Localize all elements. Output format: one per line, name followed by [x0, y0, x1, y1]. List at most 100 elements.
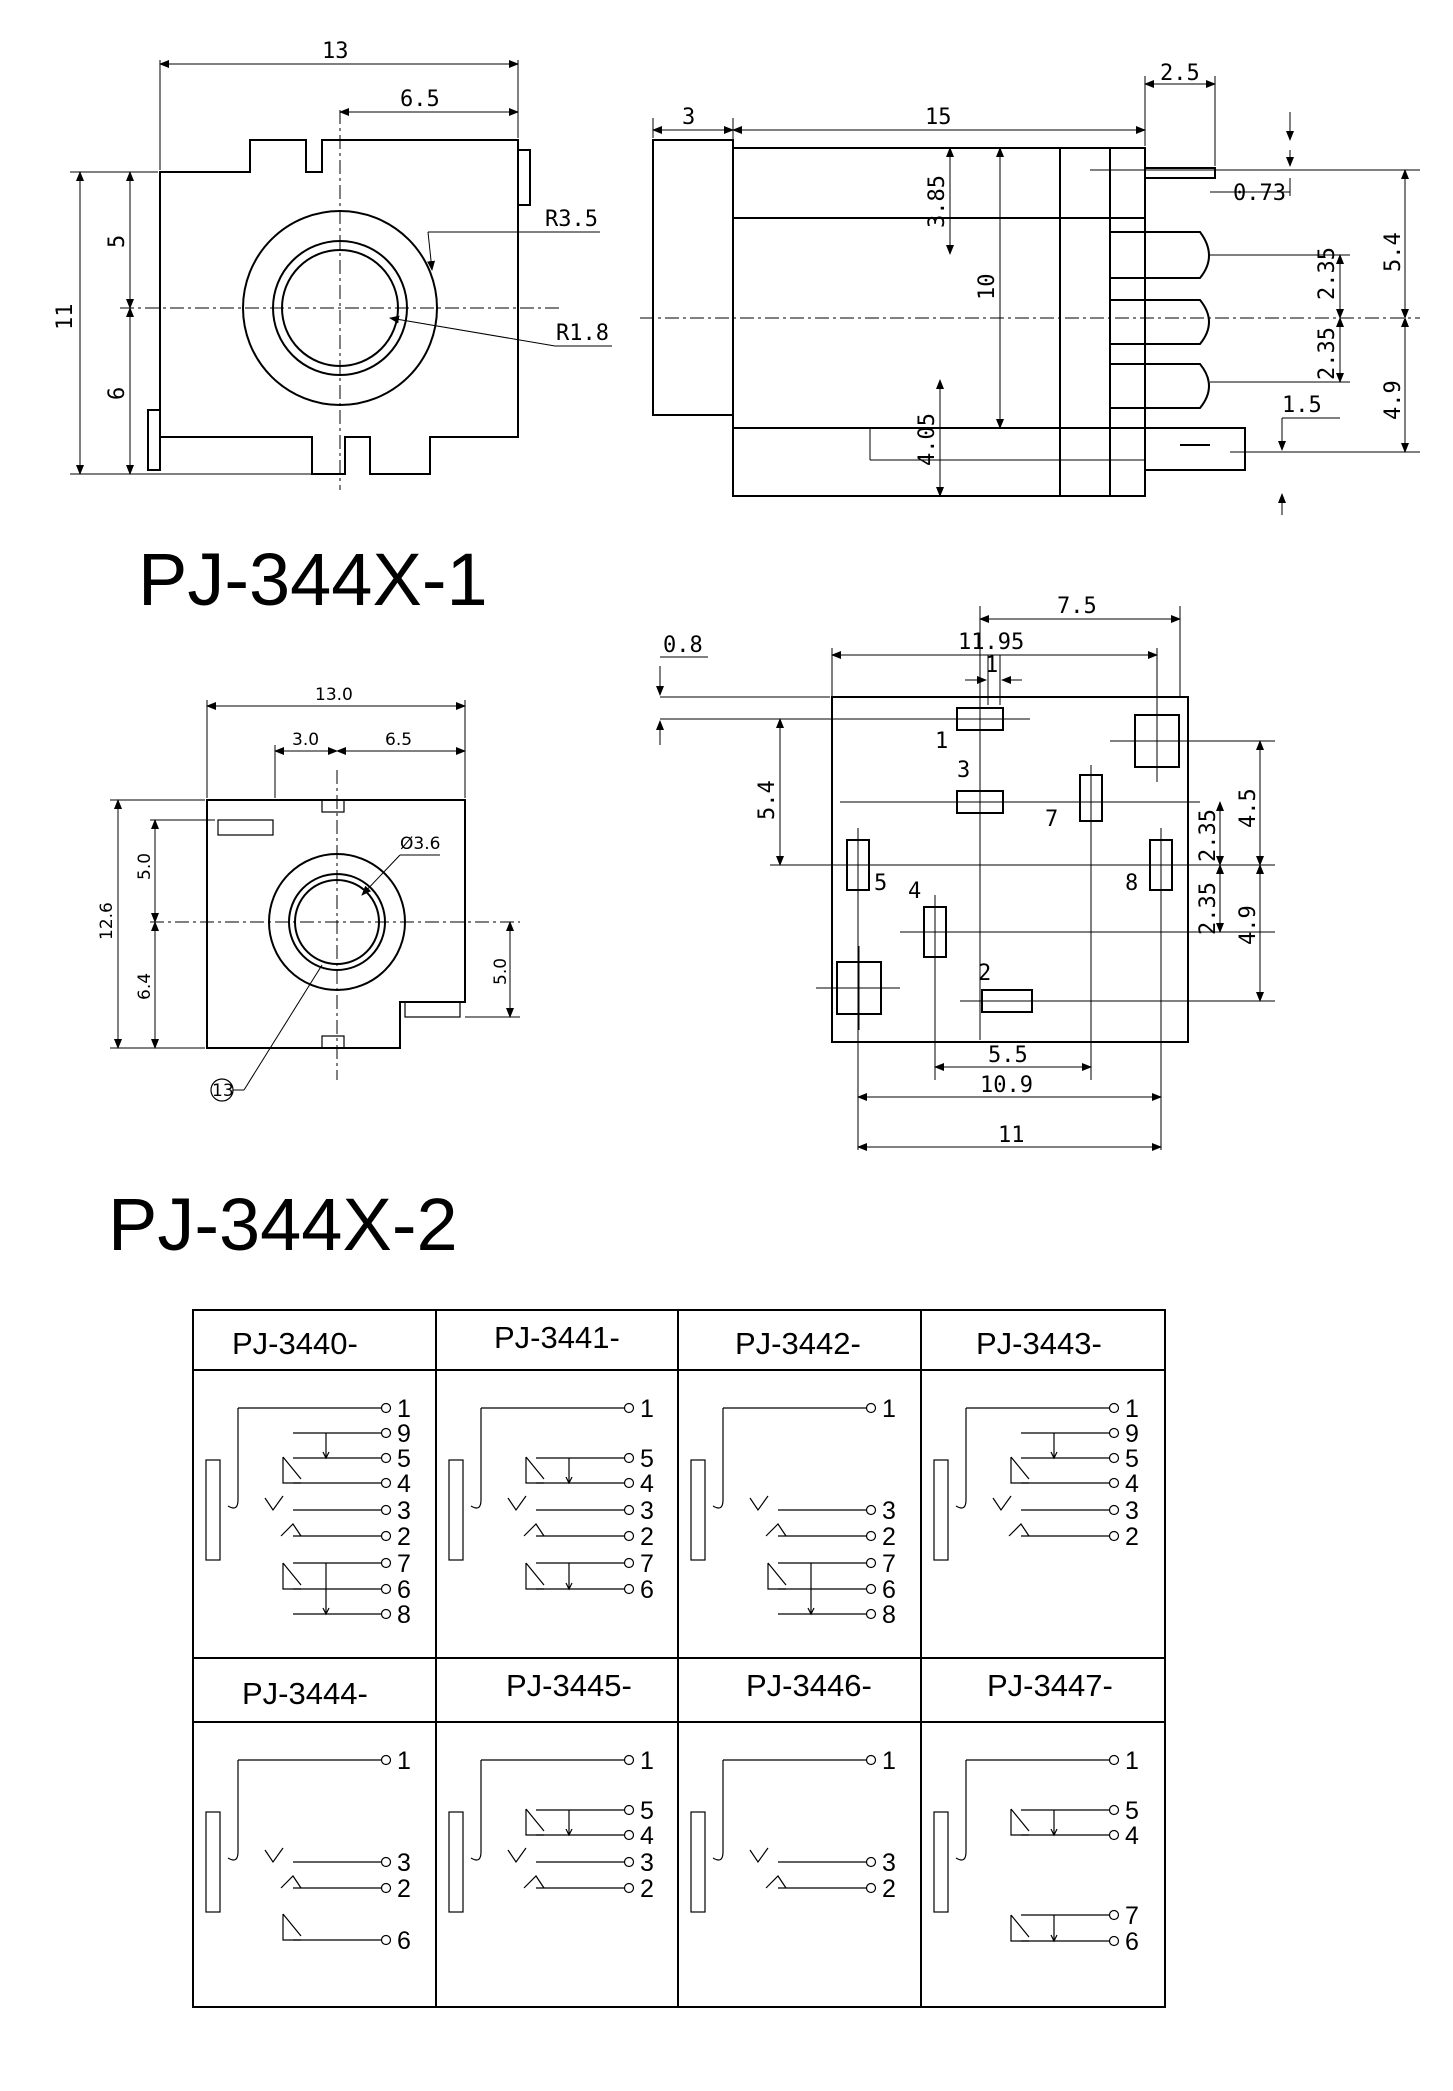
pin-label: 5 — [1125, 1797, 1139, 1825]
sleeve-contact — [933, 1811, 949, 1913]
pad-label-5: 5 — [874, 871, 887, 896]
pin-terminal — [380, 1427, 392, 1439]
dim-pin-width: 0.73 — [1233, 181, 1286, 206]
pin-terminal — [865, 1608, 877, 1620]
pin-label: 4 — [397, 1470, 411, 1498]
pin-label: 2 — [640, 1875, 654, 1903]
pin-terminal — [380, 1934, 392, 1946]
dim-top-offset: 3.85 — [925, 175, 950, 228]
pin-terminal — [623, 1477, 635, 1489]
pad-label-4: 4 — [908, 879, 921, 904]
pin-label: 9 — [1125, 1420, 1139, 1448]
pin-terminal — [1108, 1504, 1120, 1516]
pad-label-2: 2 — [978, 961, 991, 986]
sleeve-contact — [205, 1459, 221, 1561]
pin-terminal — [623, 1530, 635, 1542]
pin-label: 5 — [640, 1445, 654, 1473]
pin-label: 5 — [640, 1797, 654, 1825]
pin-terminal — [865, 1583, 877, 1595]
pin-terminal — [380, 1583, 392, 1595]
pin-label: 3 — [397, 1497, 411, 1525]
dim-width: 13 — [322, 39, 349, 64]
dim-lower: 6 — [105, 387, 130, 400]
pin-label: 2 — [882, 1875, 896, 1903]
pin-terminal — [623, 1402, 635, 1414]
pin-terminal — [1108, 1829, 1120, 1841]
pin-terminal — [1108, 1427, 1120, 1439]
pin-label: 1 — [397, 1395, 411, 1423]
dim-right-upper: 4.5 — [1236, 788, 1261, 828]
pin-label: 8 — [882, 1601, 896, 1629]
dim-left: 3.0 — [292, 730, 319, 750]
dim-width: 13.0 — [315, 685, 353, 705]
model-label-1: PJ-344X-1 — [138, 538, 488, 621]
pin-label: 3 — [640, 1849, 654, 1877]
pin-terminal — [1108, 1530, 1120, 1542]
pin-terminal — [865, 1882, 877, 1894]
pin-terminal — [623, 1829, 635, 1841]
pin-label: 7 — [882, 1550, 896, 1578]
dim-left: 5.4 — [755, 780, 780, 820]
pin-terminal — [380, 1402, 392, 1414]
schematic-3446: 132 — [690, 1747, 896, 1913]
pin-terminal — [1108, 1452, 1120, 1464]
cell-title-3442: PJ-3442- — [735, 1326, 861, 1361]
pin-label: 3 — [640, 1497, 654, 1525]
pin-label: 1 — [397, 1747, 411, 1775]
pin-label: 2 — [640, 1523, 654, 1551]
pin-terminal — [1108, 1754, 1120, 1766]
dim-inner-radius: R1.8 — [556, 321, 609, 346]
pin-terminal — [865, 1402, 877, 1414]
dim-pin-spacing-1: 2.35 — [1315, 247, 1340, 300]
dim-top-right: 7.5 — [1057, 594, 1097, 619]
dim-upper: 5 — [105, 235, 130, 248]
pin-terminal — [380, 1608, 392, 1620]
callout-number: 13 — [212, 1081, 234, 1101]
pj344x1-side-view: 3 15 2.5 3.85 10 4.05 0.73 5.4 4.9 2.35 … — [640, 61, 1420, 515]
model-label-2: PJ-344X-2 — [108, 1183, 458, 1266]
pad-label-1: 1 — [935, 729, 948, 754]
cell-title-3445: PJ-3445- — [506, 1668, 632, 1703]
pin-label: 2 — [397, 1523, 411, 1551]
pin-label: 3 — [1125, 1497, 1139, 1525]
schematic-table: PJ-3440- PJ-3441- PJ-3442- PJ-3443- PJ-3… — [192, 1309, 1166, 2008]
dim-pin-length: 1.5 — [1282, 393, 1322, 418]
pin-terminal — [623, 1452, 635, 1464]
cell-title-3441: PJ-3441- — [494, 1320, 620, 1355]
dim-right-upper: 5.4 — [1381, 232, 1406, 272]
dim-half-width: 6.5 — [400, 87, 440, 112]
pin-terminal — [623, 1583, 635, 1595]
dim-body: 15 — [925, 105, 952, 130]
pin-label: 6 — [640, 1576, 654, 1604]
cell-title-3446: PJ-3446- — [746, 1668, 872, 1703]
dim-bottom-2: 10.9 — [980, 1073, 1033, 1098]
pin-label: 5 — [397, 1445, 411, 1473]
dim-pin-spacing-2: 2.35 — [1315, 327, 1340, 380]
pin-terminal — [865, 1504, 877, 1516]
pin-terminal — [380, 1754, 392, 1766]
cell-title-3444: PJ-3444- — [242, 1676, 368, 1711]
dim-right-lower: 4.9 — [1236, 905, 1261, 945]
pin-label: 8 — [397, 1601, 411, 1629]
dim-right-side: 5.0 — [491, 958, 511, 985]
pin-label: 3 — [882, 1849, 896, 1877]
dim-height: 11 — [53, 304, 78, 331]
pin-terminal — [380, 1452, 392, 1464]
cell-title-3447: PJ-3447- — [987, 1668, 1113, 1703]
pad-label-7: 7 — [1045, 807, 1058, 832]
pin-terminal — [1108, 1402, 1120, 1414]
sleeve-contact — [933, 1459, 949, 1561]
dim-outer-radius: R3.5 — [545, 207, 598, 232]
pin-terminal — [380, 1530, 392, 1542]
pj344x2-footprint: 7.5 11.95 1 0.8 5.4 4.5 4.9 2.35 2.35 5.… — [656, 594, 1275, 1151]
sleeve-contact — [205, 1811, 221, 1913]
pin-label: 2 — [882, 1523, 896, 1551]
pin-terminal — [865, 1754, 877, 1766]
pin-label: 7 — [397, 1550, 411, 1578]
pin-label: 3 — [397, 1849, 411, 1877]
